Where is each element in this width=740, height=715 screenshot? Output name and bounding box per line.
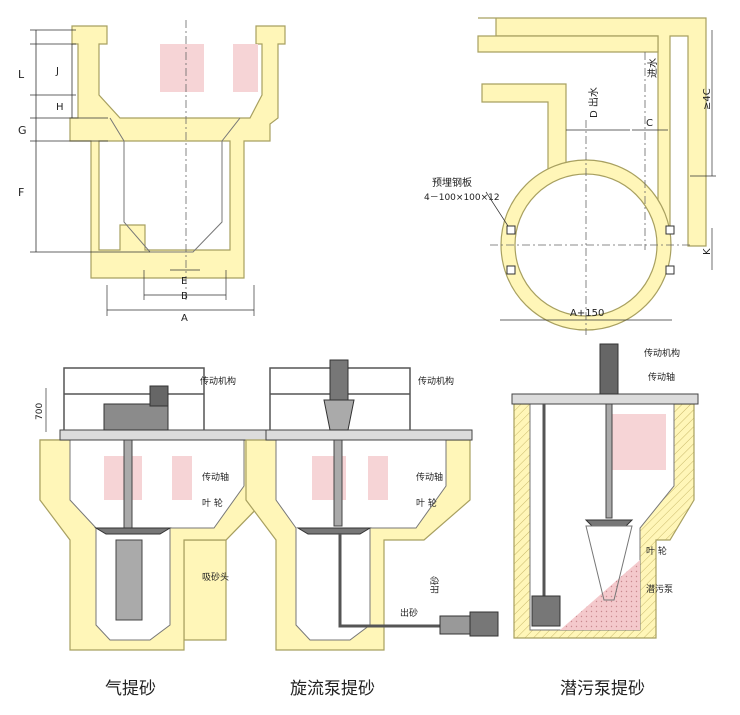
p1-impeller [94,527,172,535]
p3-cone [585,525,633,601]
plan-outlet-label: D 出水 [587,87,600,118]
p1-shaft [123,439,133,531]
p2-shaft-label: 传动轴 [416,471,443,483]
p1-drive-label: 传动机构 [200,375,236,387]
p2-discharge-pipe [338,534,470,628]
dim-label-A: A [181,313,188,324]
plan-inlet-label: 进水 [647,58,659,78]
p2-pump [469,611,499,637]
dim-label-E: E [181,276,187,287]
dim-label-H: H [56,102,64,113]
p2-sand-out-vertical: 出砂 [429,576,441,594]
plan-c-label: C [646,118,653,129]
p3-motor [599,343,619,395]
panel-gas-lift: 700 传动机构 传动轴 叶 轮 吸砂头 [35,367,271,651]
p1-pink-left [104,456,142,500]
section-pink-panel-left [160,44,204,92]
p1-railing [63,367,205,430]
plan-a150-label: A+150 [570,308,604,319]
p2-drive-label: 传动机构 [418,375,454,387]
p2-column [323,399,355,431]
plan-inlet-wall [477,35,659,53]
plan-plate-label: 预埋钢板 [432,176,472,189]
caption-vortex-pump: 旋流泵提砂 [290,679,375,699]
p2-pump-motor [439,615,471,635]
plan-k-label: K [702,248,713,255]
caption-gas-lift: 气提砂 [105,679,156,699]
p3-shaft-label: 传动轴 [648,371,675,383]
embedded-plates [506,225,675,275]
p3-shaft [605,403,613,519]
panel-submersible-pump: 传动机构 传动轴 叶 轮 潜污泵 [511,343,699,639]
p2-motor [329,359,349,401]
p1-platform [59,429,271,441]
p3-impeller [584,519,634,527]
plan-dim-lines [500,30,716,321]
p1-suction-head [115,539,143,621]
plan-plate-spec: 4－100×100×12 [424,193,500,203]
section-funnel [109,117,241,253]
section-concrete-wall [69,25,286,279]
plan-ge4c-label: ≥4C [702,88,713,110]
plan-channel-wall [478,17,707,247]
p2-impeller [296,527,372,535]
plan-outlet-wall [481,83,567,175]
section-diagram: L J H G F E B A [18,20,286,324]
plan-diagram: D 出水 进水 C ≥4C K A+150 预埋钢板 4－100×100×12 [424,17,716,335]
p1-suction-label: 吸砂头 [202,571,229,583]
dim-label-J: J [55,66,59,77]
dim-label-L: L [18,68,25,81]
dim-label-G: G [18,124,27,137]
p3-platform [511,393,699,405]
p1-dim-700-label: 700 [35,403,45,420]
dim-horizontal [106,269,255,316]
p2-sand-out-label: 出砂 [400,607,418,619]
p1-drive [103,403,169,431]
p3-sludge [560,560,640,630]
p3-pump [531,595,561,627]
p2-pink-right [368,456,388,500]
p1-pink-right [172,456,192,500]
panel-vortex-pump: 传动机构 传动轴 叶 轮 出砂 出砂 [245,359,499,651]
p2-platform [265,429,473,441]
dim-label-B: B [181,291,188,302]
caption-submersible-pump: 潜污泵提砂 [560,679,645,699]
section-pink-panel-right [233,44,258,92]
p1-motor [149,385,169,407]
plate-leader [485,191,509,227]
dim-label-F: F [18,186,24,199]
p1-impeller-label: 叶 轮 [202,497,223,509]
dim-ticks [30,29,150,253]
p2-shaft [333,439,343,527]
p2-impeller-label: 叶 轮 [416,497,437,509]
p1-shaft-label: 传动轴 [202,471,229,483]
p3-pump-label: 潜污泵 [646,583,673,595]
p3-pink-panel [610,414,666,470]
p3-impeller-label: 叶 轮 [646,545,667,557]
p3-drive-label: 传动机构 [644,347,680,359]
